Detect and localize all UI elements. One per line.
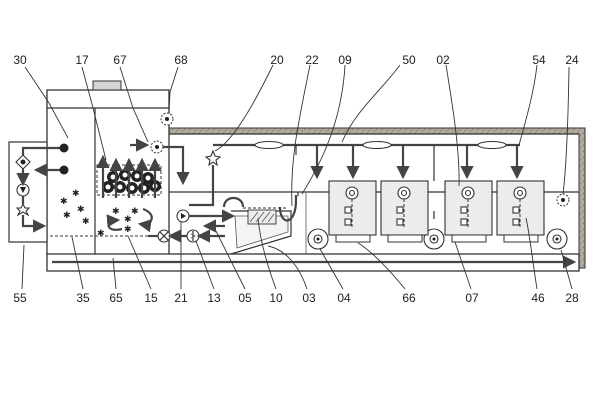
label-67: 67 <box>113 53 127 67</box>
label-17: 17 <box>75 53 89 67</box>
label-66: 66 <box>402 291 416 305</box>
svg-text:✱: ✱ <box>124 214 132 224</box>
svg-text:✱: ✱ <box>82 216 90 226</box>
label-21: 21 <box>174 291 188 305</box>
spray-manifold <box>213 140 524 219</box>
heater-20-icon <box>204 149 222 167</box>
svg-text:✱: ✱ <box>63 210 71 220</box>
label-24: 24 <box>565 53 579 67</box>
valve-24 <box>556 193 570 207</box>
svg-text:✱: ✱ <box>77 204 85 214</box>
label-20: 20 <box>270 53 284 67</box>
label-07: 07 <box>465 291 479 305</box>
container-2 <box>380 180 429 243</box>
piping-circuit <box>148 149 236 243</box>
label-09: 09 <box>338 53 352 67</box>
label-04: 04 <box>337 291 351 305</box>
labels-top: 30 17 67 68 20 22 09 50 02 54 24 <box>13 53 579 67</box>
label-68: 68 <box>174 53 188 67</box>
label-05: 05 <box>238 291 252 305</box>
svg-text:✱: ✱ <box>112 206 120 216</box>
label-54: 54 <box>532 53 546 67</box>
particles-left: ✱ ✱ ✱ ✱ ✱ <box>60 188 90 226</box>
svg-text:✱: ✱ <box>97 228 105 238</box>
label-03: 03 <box>302 291 316 305</box>
container-1 <box>328 180 377 243</box>
valve-68 <box>160 112 174 126</box>
label-15: 15 <box>144 291 158 305</box>
label-13: 13 <box>207 291 221 305</box>
container-3 <box>444 180 493 243</box>
label-55: 55 <box>13 291 27 305</box>
trough <box>222 195 298 255</box>
label-22: 22 <box>305 53 319 67</box>
container-4 <box>496 180 545 243</box>
rollers <box>307 228 568 250</box>
label-02: 02 <box>436 53 450 67</box>
label-50: 50 <box>402 53 416 67</box>
leader-lines <box>21 64 573 290</box>
svg-text:✱: ✱ <box>131 206 139 216</box>
labels-bottom: 55 35 65 15 21 13 05 10 03 04 66 07 46 2… <box>13 291 579 305</box>
label-28: 28 <box>565 291 579 305</box>
top-cap <box>92 80 122 91</box>
heater-star-icon <box>15 202 31 217</box>
label-30: 30 <box>13 53 27 67</box>
label-10: 10 <box>269 291 283 305</box>
label-65: 65 <box>109 291 123 305</box>
svg-text:✱: ✱ <box>72 188 80 198</box>
svg-text:✱: ✱ <box>60 196 68 206</box>
label-35: 35 <box>76 291 90 305</box>
svg-text:✱: ✱ <box>124 224 132 234</box>
auxiliary-unit <box>8 141 69 243</box>
label-46: 46 <box>531 291 545 305</box>
